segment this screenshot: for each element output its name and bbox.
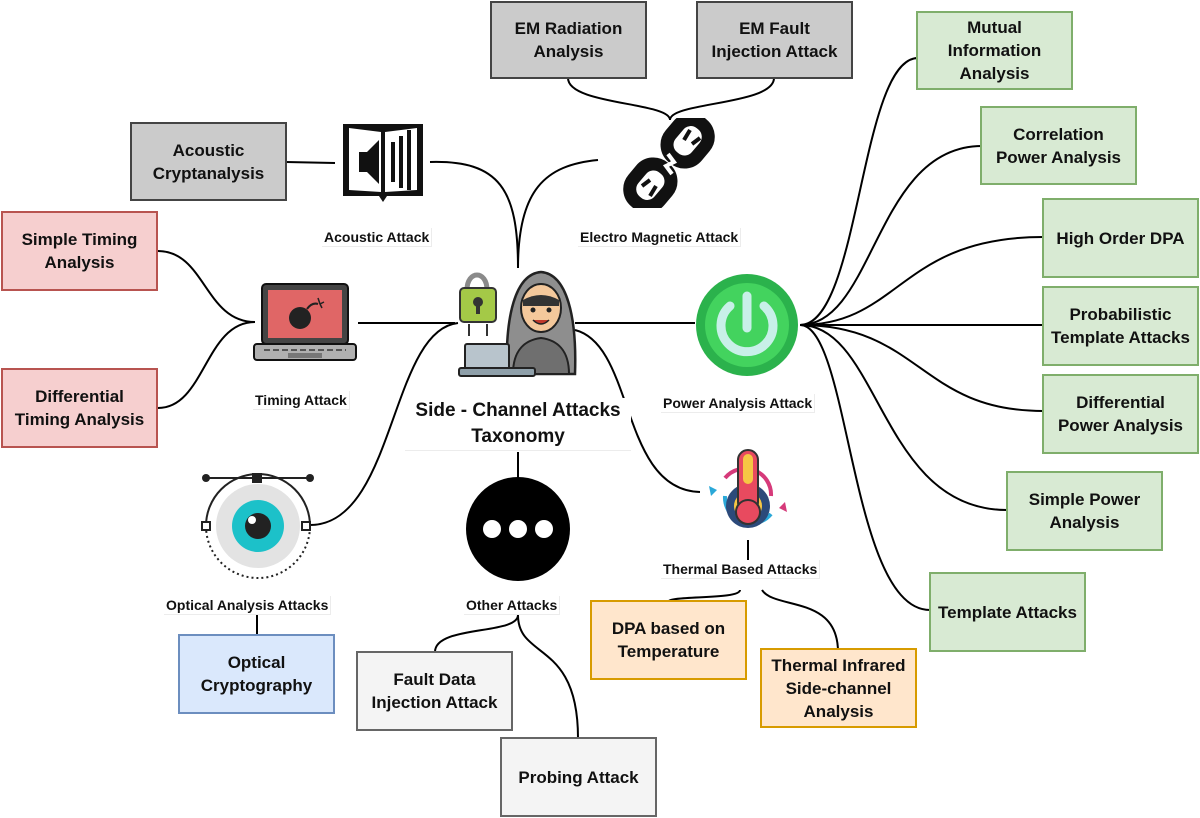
thermometer-gear-icon <box>709 449 787 528</box>
hacker-icon <box>458 270 577 377</box>
leaf-probabilistic-template-attacks: Probabilistic Template Attacks <box>1042 286 1199 366</box>
leaf-dpa-based-on-temperature: DPA based on Temperature <box>590 600 747 680</box>
leaf-optical-cryptography: Optical Cryptography <box>178 634 335 714</box>
leaf-mutual-information-analysis: Mutual Information Analysis <box>916 11 1073 90</box>
category-electromagnetic-label: Electro Magnetic Attack <box>578 228 742 247</box>
speaker-book-icon <box>343 124 423 202</box>
taxonomy-title: Side - Channel Attacks Taxonomy <box>405 398 631 451</box>
eye-icon <box>201 473 314 579</box>
leaf-em-fault-injection-attack: EM Fault Injection Attack <box>696 1 853 79</box>
leaf-probing-attack: Probing Attack <box>500 737 657 817</box>
category-thermal-label: Thermal Based Attacks <box>661 560 821 579</box>
ellipsis-icon <box>466 477 570 581</box>
leaf-fault-data-injection-attack: Fault Data Injection Attack <box>356 651 513 731</box>
leaf-differential-power-analysis: Differential Power Analysis <box>1042 374 1199 454</box>
broken-chain-icon <box>623 118 715 208</box>
category-timing-label: Timing Attack <box>253 391 350 410</box>
leaf-simple-power-analysis: Simple Power Analysis <box>1006 471 1163 551</box>
leaf-em-radiation-analysis: EM Radiation Analysis <box>490 1 647 79</box>
category-optical-label: Optical Analysis Attacks <box>164 596 332 615</box>
laptop-bomb-icon <box>253 283 357 361</box>
leaf-correlation-power-analysis: Correlation Power Analysis <box>980 106 1137 185</box>
category-other-label: Other Attacks <box>464 596 561 615</box>
leaf-differential-timing-analysis: Differential Timing Analysis <box>1 368 158 448</box>
category-power-label: Power Analysis Attack <box>661 394 816 413</box>
leaf-high-order-dpa: High Order DPA <box>1042 198 1199 278</box>
leaf-thermal-infrared-side-channel-analysis: Thermal Infrared Side-channel Analysis <box>760 648 917 728</box>
leaf-template-attacks: Template Attacks <box>929 572 1086 652</box>
leaf-simple-timing-analysis: Simple Timing Analysis <box>1 211 158 291</box>
power-button-icon <box>696 274 798 376</box>
leaf-acoustic-cryptanalysis: Acoustic Cryptanalysis <box>130 122 287 201</box>
category-acoustic-label: Acoustic Attack <box>322 228 433 247</box>
